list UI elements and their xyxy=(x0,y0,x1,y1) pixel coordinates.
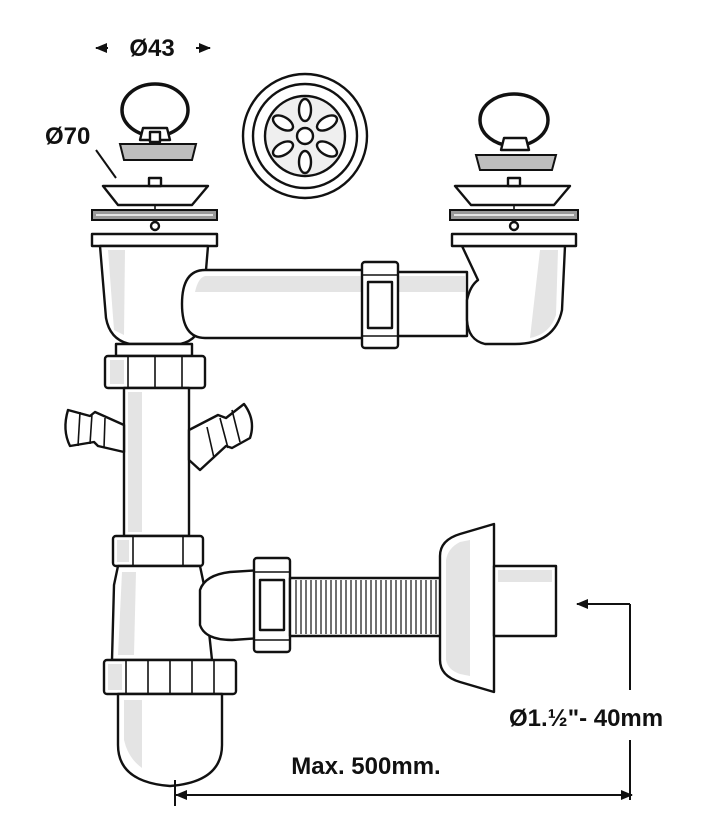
plug-diameter-label: Ø70 xyxy=(45,123,90,150)
dimension-length xyxy=(174,780,633,806)
left-plug xyxy=(118,82,198,161)
right-strainer xyxy=(449,176,579,248)
wall-flange xyxy=(438,522,558,694)
upper-nut xyxy=(103,354,207,390)
left-strainer-body xyxy=(90,232,219,358)
dimension-plug-leader xyxy=(95,149,117,179)
strainer-diameter-label: Ø43 xyxy=(129,35,174,62)
pipe-nut xyxy=(360,260,400,350)
outlet-diameter-label: Ø1.½"- 40mm xyxy=(509,705,663,732)
bottle-cup xyxy=(116,692,224,788)
max-length-label: Max. 500mm. xyxy=(291,753,440,780)
horizontal-pipe xyxy=(180,244,567,346)
trap-body xyxy=(110,564,264,662)
corrugated-hose xyxy=(288,576,452,638)
dimension-outlet xyxy=(576,599,631,800)
bottom-nut xyxy=(102,658,238,696)
vertical-pipe xyxy=(122,386,191,538)
right-hose-barb xyxy=(187,402,254,472)
outlet-nut xyxy=(252,556,292,654)
strainer-top-view xyxy=(241,72,369,200)
middle-nut xyxy=(111,534,205,568)
left-hose-barb xyxy=(64,408,126,454)
right-plug xyxy=(474,92,558,171)
left-strainer xyxy=(91,176,218,232)
